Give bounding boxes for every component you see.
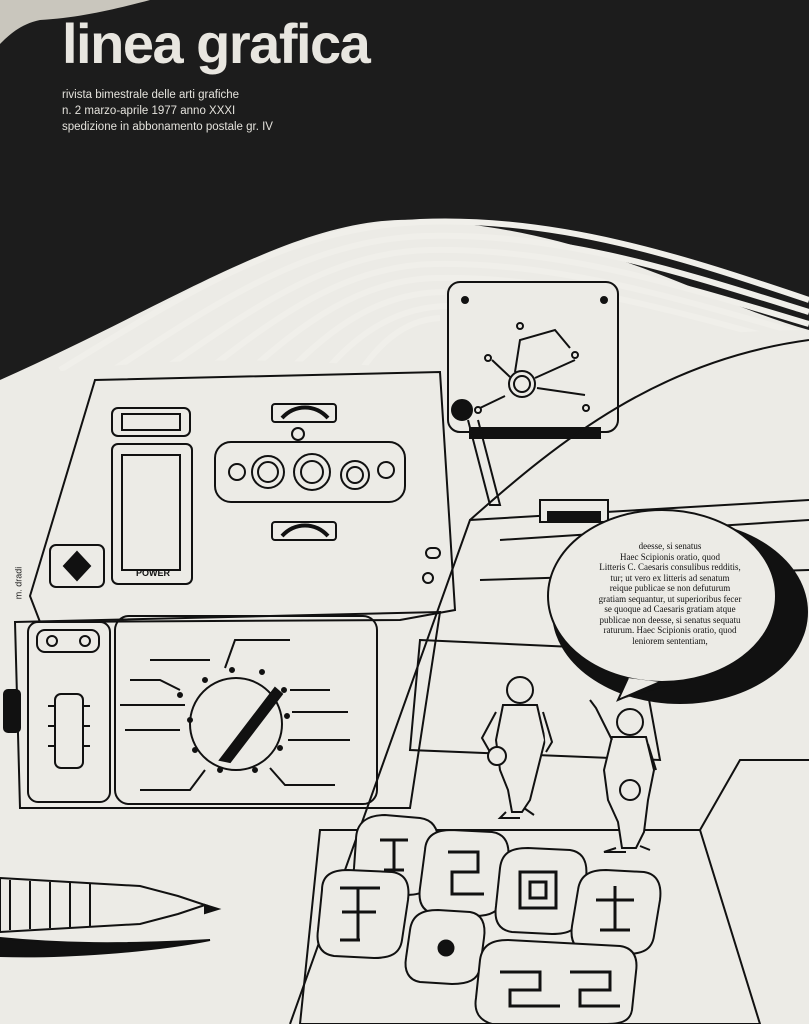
rotary-dial <box>120 639 350 791</box>
balloon-line: leniorem sententiam, <box>632 635 708 646</box>
balloon-line: tur; ut vero ex litteris ad senatum <box>610 572 730 583</box>
torn-corner <box>0 0 150 44</box>
balloon-line: raturum. Haec Scipionis oratio, quod <box>603 625 737 635</box>
dark-background <box>0 0 809 380</box>
artist-signature: m. dradi <box>13 566 24 600</box>
speech-balloon-text: deesse, si senatus Haec Scipionis oratio… <box>560 541 780 646</box>
balloon-line: reique publicae se non defuturum <box>609 583 731 593</box>
balloon-line: se quoque ad Caesaris gratiam atque <box>604 604 736 614</box>
astronaut-right <box>589 699 657 853</box>
pen <box>0 876 222 958</box>
subtitle-line-1: rivista bimestrale delle arti grafiche <box>62 89 240 101</box>
subtitle-line-2: n. 2 marzo-aprile 1977 anno XXXI <box>62 105 236 117</box>
balloon-line: gratiam sequantur, ut superioribus fecer <box>598 593 742 604</box>
balloon-line: Litteris C. Caesaris consulibus redditis… <box>599 562 741 572</box>
subtitle-line-3: spedizione in abbonamento postale gr. IV <box>62 121 273 133</box>
contour-stripes <box>58 218 809 375</box>
rear-screen <box>447 281 619 439</box>
magazine-title: linea grafica <box>62 12 371 75</box>
speech-balloon <box>547 509 808 704</box>
power-label: POWER <box>135 568 170 578</box>
left-panel <box>3 370 502 809</box>
balloon-line: deesse, si senatus <box>638 541 702 551</box>
balloon-line: Haec Scipionis oratio, quod <box>620 551 720 562</box>
astronaut-left <box>480 676 554 819</box>
balloon-line: publicae non deesse, si senatus sequatu <box>599 614 741 625</box>
keypad-glyphs <box>340 838 634 1008</box>
